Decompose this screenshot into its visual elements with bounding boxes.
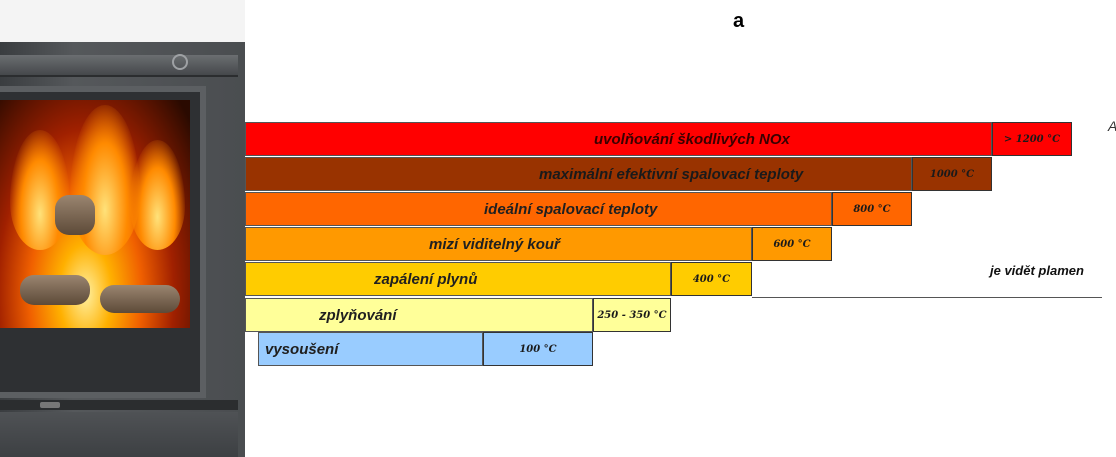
fire-glass xyxy=(0,100,190,328)
stove-ring xyxy=(172,54,188,70)
log xyxy=(100,285,180,313)
stage-bar-max-effective: maximální efektivní spalovací teploty xyxy=(245,157,912,191)
stove-hinge xyxy=(0,400,238,410)
log xyxy=(55,195,95,235)
stage-temp-gas-ignition: 400 °C xyxy=(671,262,752,296)
note-line xyxy=(752,297,1102,298)
stage-label: uvolňování škodlivých NOx xyxy=(594,130,790,148)
edge-mark: A xyxy=(1108,118,1116,134)
stage-label: mizí viditelný kouř xyxy=(429,235,560,253)
stove-top-background xyxy=(0,0,245,42)
stove-base xyxy=(0,412,238,457)
header-marker: a xyxy=(733,10,745,32)
stage-label: ideální spalovací teploty xyxy=(484,200,658,218)
stage-bar-smoke-disappears: mizí viditelný kouř xyxy=(245,227,752,261)
stage-temp-ideal-combustion: 800 °C xyxy=(832,192,912,226)
stage-label: zapálení plynů xyxy=(374,270,478,288)
stage-label: vysoušení xyxy=(265,340,339,358)
stage-temp-max-effective: 1000 °C xyxy=(912,157,992,191)
stage-bar-nox-release: uvolňování škodlivých NOx xyxy=(245,122,992,156)
stage-temp-gasification: 250 - 350 °C xyxy=(593,298,671,332)
stage-label: zplyňování xyxy=(319,306,397,324)
stage-temp-drying: 100 °C xyxy=(483,332,593,366)
stage-bar-gasification: zplyňování xyxy=(245,298,593,332)
stage-bar-ideal-combustion: ideální spalovací teploty xyxy=(245,192,832,226)
stove-image xyxy=(0,0,245,457)
stage-bar-drying: vysoušení xyxy=(258,332,483,366)
stage-bar-gas-ignition: zapálení plynů xyxy=(245,262,671,296)
stove-top-rail xyxy=(0,55,238,77)
log xyxy=(20,275,90,305)
flame-visible-note: je vidět plamen xyxy=(990,263,1084,278)
stage-temp-nox-release: > 1200 °C xyxy=(992,122,1072,156)
flame xyxy=(130,140,185,250)
stove-handle xyxy=(40,402,60,408)
stage-label: maximální efektivní spalovací teploty xyxy=(539,165,804,183)
stage-temp-smoke-disappears: 600 °C xyxy=(752,227,832,261)
